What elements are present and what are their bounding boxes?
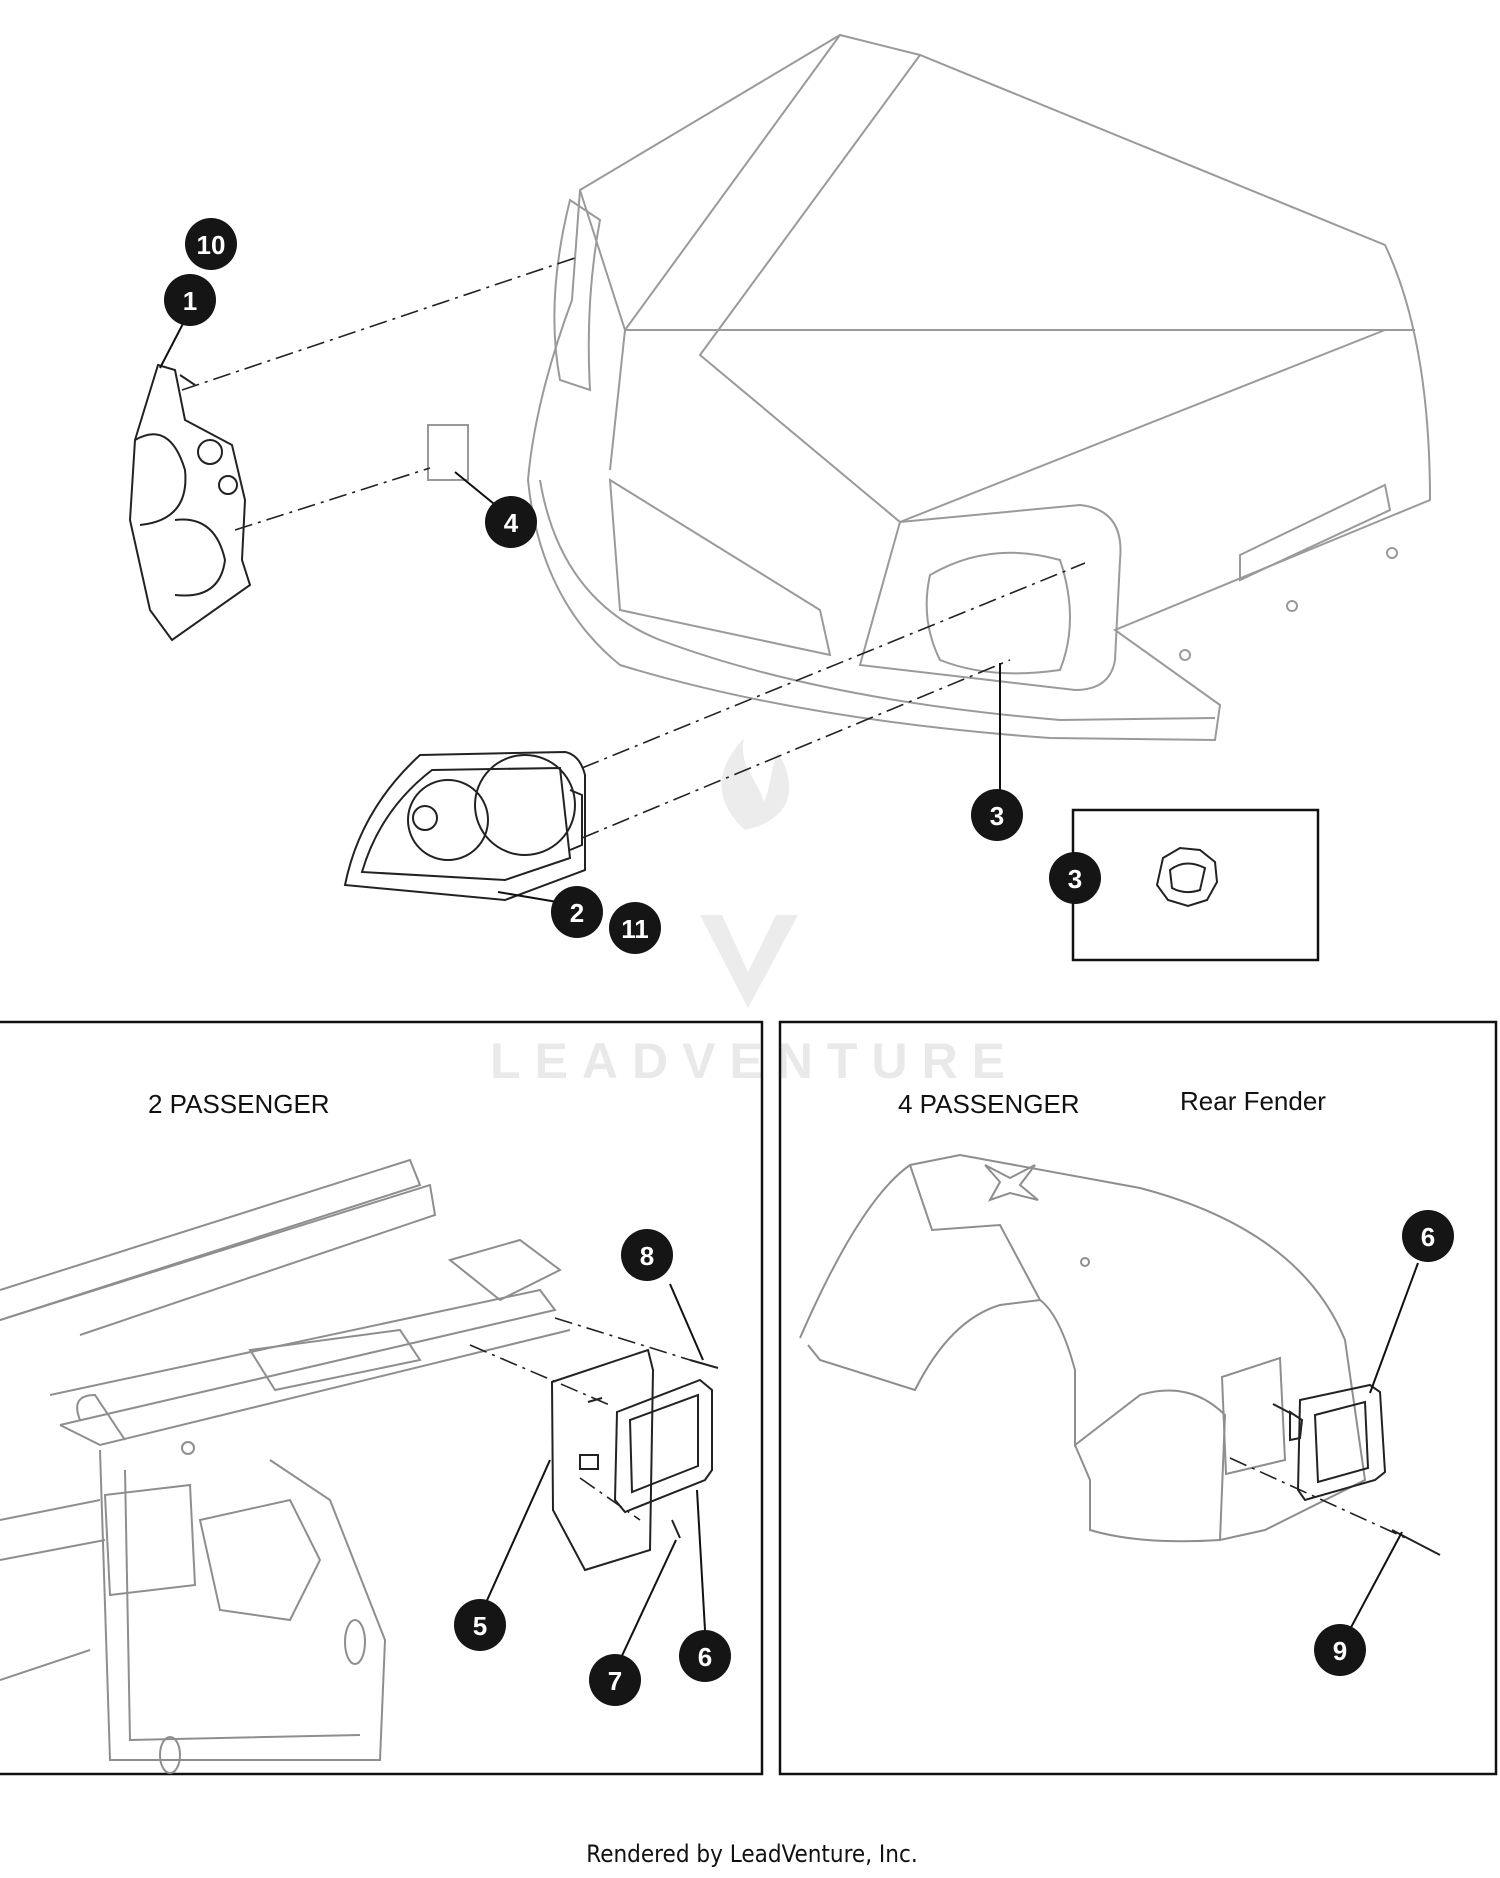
two-passenger-light-assembly	[469, 1317, 719, 1572]
svg-text:6: 6	[698, 1642, 712, 1672]
svg-text:5: 5	[473, 1611, 487, 1641]
rear-fender-label: Rear Fender	[1180, 1086, 1326, 1116]
callout-6-right: 6	[1402, 1210, 1454, 1262]
callout-7: 7	[589, 1654, 641, 1706]
svg-text:1: 1	[183, 286, 197, 316]
svg-text:10: 10	[197, 230, 226, 260]
svg-text:11: 11	[621, 914, 649, 944]
leader-lines	[159, 315, 1419, 1661]
leadventure-watermark: LEADVENTURE	[490, 738, 1019, 1089]
svg-text:8: 8	[640, 1241, 654, 1271]
callout-6-left: 6	[679, 1630, 731, 1682]
two-passenger-title: 2 PASSENGER	[148, 1089, 330, 1119]
callout-11: 11	[609, 902, 661, 954]
two-passenger-frame	[0, 1158, 571, 1774]
part-3-detail-box	[1071, 808, 1320, 962]
watermark-text: LEADVENTURE	[490, 1033, 1019, 1089]
callout-2: 2	[551, 886, 603, 938]
svg-text:7: 7	[608, 1666, 622, 1696]
projection-lines-top	[181, 257, 1086, 839]
svg-text:9: 9	[1333, 1636, 1347, 1666]
svg-text:4: 4	[504, 508, 519, 538]
four-passenger-title: 4 PASSENGER	[898, 1089, 1080, 1119]
four-passenger-panel	[778, 1020, 1498, 1776]
callout-4: 4	[485, 496, 537, 548]
front-cowl	[526, 33, 1432, 742]
headlight-assembly-part-2	[343, 750, 586, 902]
callout-3-detail: 3	[1049, 852, 1101, 904]
decal-part-4	[427, 424, 469, 481]
callout-5: 5	[454, 1599, 506, 1651]
headlight-lens-part-1	[128, 363, 252, 642]
footer-credit: Rendered by LeadVenture, Inc.	[586, 1840, 917, 1868]
four-passenger-light-assembly	[1229, 1383, 1441, 1556]
svg-text:3: 3	[990, 801, 1004, 831]
two-passenger-panel	[0, 1020, 764, 1776]
svg-text:6: 6	[1421, 1222, 1435, 1252]
callout-9: 9	[1314, 1624, 1366, 1676]
svg-text:3: 3	[1068, 864, 1082, 894]
callout-10: 10	[185, 218, 237, 270]
callout-8: 8	[621, 1229, 673, 1281]
svg-text:2: 2	[570, 898, 584, 928]
rear-fender-drawing	[799, 1153, 1367, 1543]
callout-3: 3	[971, 789, 1023, 841]
callout-1: 1	[164, 274, 216, 326]
